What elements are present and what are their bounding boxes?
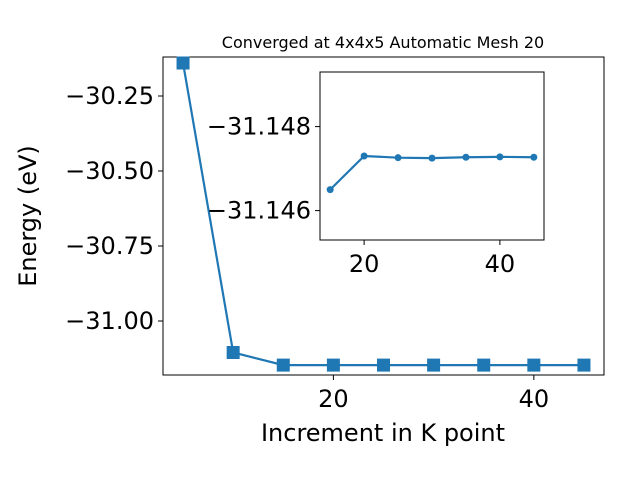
- chart-title: Converged at 4x4x5 Automatic Mesh 20: [222, 33, 544, 52]
- main-y-tick-label: −30.50: [65, 157, 154, 185]
- inset-data-point: [462, 153, 470, 161]
- main-data-point: [477, 358, 491, 372]
- inset-data-point: [428, 154, 436, 162]
- x-axis-label: Increment in K point: [261, 419, 505, 447]
- main-series: [176, 56, 591, 372]
- inset-series: [326, 152, 538, 194]
- main-data-point: [577, 358, 591, 372]
- main-x-tick-label: 20: [318, 385, 349, 413]
- main-data-point: [326, 358, 340, 372]
- main-data-point: [377, 358, 390, 372]
- main-data-point: [427, 358, 441, 372]
- inset-y-ticks: −31.148 −31.146: [207, 113, 320, 225]
- main-x-tick-label: 40: [519, 385, 550, 413]
- inset-x-tick-label: 20: [349, 250, 380, 278]
- main-data-point: [176, 56, 190, 70]
- inset-data-point: [530, 153, 538, 161]
- inset-data-point: [394, 154, 402, 162]
- inset-data-point: [496, 153, 504, 161]
- main-data-point: [276, 358, 290, 372]
- main-plot-frame: [162, 56, 605, 376]
- inset-data-point: [326, 186, 334, 194]
- main-y-tick-label: −30.75: [65, 232, 154, 260]
- inset-y-tick-label: −31.146: [207, 197, 311, 225]
- main-y-ticks: −30.25 −30.50 −30.75 −31.00: [65, 82, 163, 335]
- main-data-point: [527, 358, 541, 372]
- inset-y-tick-label: −31.148: [207, 113, 311, 141]
- main-data-point: [226, 346, 240, 359]
- main-y-tick-label: −31.00: [65, 307, 154, 335]
- main-y-tick-label: −30.25: [65, 82, 154, 110]
- y-axis-label: Energy (eV): [14, 145, 42, 287]
- inset-data-point: [360, 152, 368, 160]
- inset-x-tick-label: 40: [485, 250, 516, 278]
